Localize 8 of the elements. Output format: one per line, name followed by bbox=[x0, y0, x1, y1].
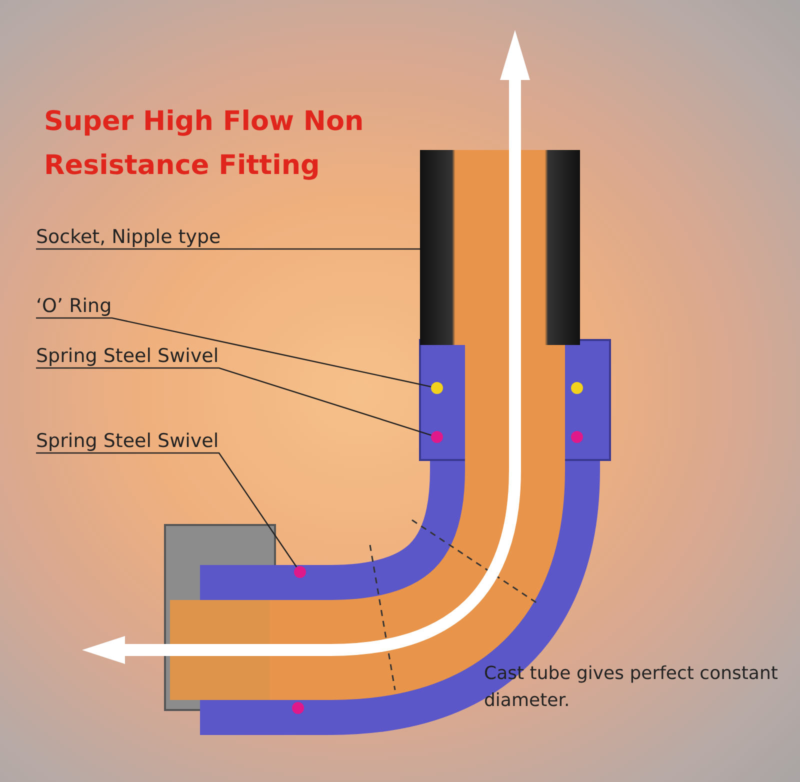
leader-line bbox=[36, 248, 420, 250]
part-label: Spring Steel Swivel bbox=[36, 345, 219, 367]
leader-line bbox=[36, 452, 298, 568]
socket-drawing bbox=[420, 150, 580, 345]
part-label: ‘O’ Ring bbox=[36, 295, 112, 317]
title: Super High Flow Non Resistance Fitting bbox=[44, 105, 365, 183]
part-label: Spring Steel Swivel bbox=[36, 430, 219, 452]
part-label: Socket, Nipple type bbox=[36, 226, 221, 248]
